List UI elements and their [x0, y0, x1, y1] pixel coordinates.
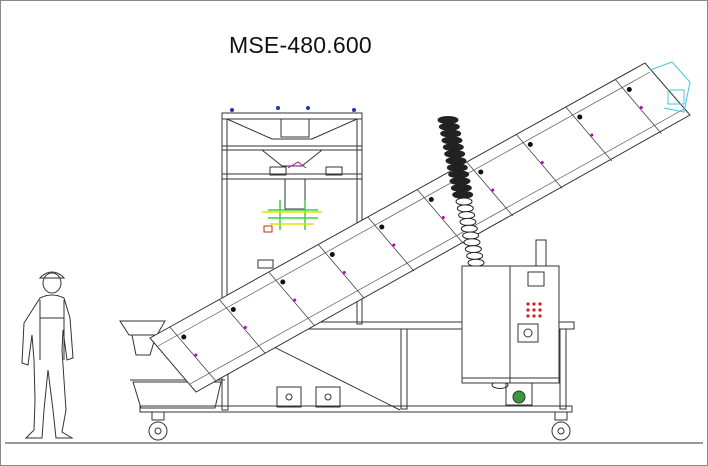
caster-wheel-right [551, 411, 571, 441]
conveyor-marker [441, 216, 445, 219]
conveyor-roller [329, 252, 335, 257]
screw-flight [466, 251, 484, 260]
conveyor-cleat [268, 271, 316, 327]
conveyor-marker [590, 133, 594, 137]
conveyor-roller [181, 334, 187, 340]
conveyor-cleat [317, 244, 365, 299]
screw-flight [444, 149, 466, 158]
conveyor-cleat [515, 134, 563, 189]
caster-wheel-left [148, 411, 168, 441]
screw-flight [452, 190, 474, 199]
screw-flight [442, 143, 464, 152]
conveyor-marker [342, 271, 346, 274]
weigher-head [230, 106, 356, 233]
conveyor-marker [540, 161, 544, 164]
screw-flight [449, 177, 471, 186]
conveyor-roller [527, 142, 533, 147]
conveyor-marker [243, 326, 247, 329]
collection-bin-left [276, 386, 302, 408]
conveyor-marker [293, 298, 297, 302]
conveyor-roller [280, 279, 286, 285]
screw-flight [450, 183, 472, 192]
conveyor-cleat [466, 161, 514, 217]
collection-bin-right [315, 386, 341, 408]
conveyor-roller [577, 114, 583, 120]
screw-flight [438, 122, 460, 131]
screw-flight [464, 245, 482, 254]
screw-flight [441, 136, 463, 145]
conveyor-marker [491, 188, 495, 192]
conveyor-cleat [565, 106, 613, 162]
conveyor-marker [194, 353, 198, 357]
cabinet-buttons [526, 302, 542, 318]
screw-flight [445, 156, 467, 165]
conveyor-roller [428, 197, 434, 202]
conveyor-cleat [367, 216, 415, 272]
screw-flight [456, 204, 474, 213]
screw-flight [458, 211, 476, 220]
operator-figure [21, 271, 74, 439]
screw-flight [460, 224, 478, 233]
inclined-conveyor [149, 61, 691, 393]
screw-flight [455, 197, 473, 206]
screw-flight [463, 238, 481, 247]
conveyor-cleat [169, 326, 217, 382]
conveyor-cleat [614, 79, 662, 134]
conveyor-cleats [169, 79, 662, 382]
drawing-title: MSE-480.600 [229, 32, 372, 58]
conveyor-cleat [218, 299, 266, 354]
control-cabinet [461, 239, 560, 406]
conveyor-roller [626, 87, 632, 92]
screw-flight [440, 129, 462, 138]
conveyor-marker [392, 243, 396, 247]
screw-flight [437, 116, 459, 124]
conveyor-roller [478, 169, 484, 175]
conveyor-marker [639, 106, 643, 109]
conveyor-cleat [416, 189, 464, 244]
screw-flight [462, 231, 480, 240]
screw-flight [459, 217, 477, 226]
screw-flight [446, 163, 468, 172]
screw-flight [448, 170, 470, 179]
conveyor-roller [230, 307, 236, 312]
screw-flight [467, 258, 485, 267]
conveyor-roller [379, 224, 385, 230]
